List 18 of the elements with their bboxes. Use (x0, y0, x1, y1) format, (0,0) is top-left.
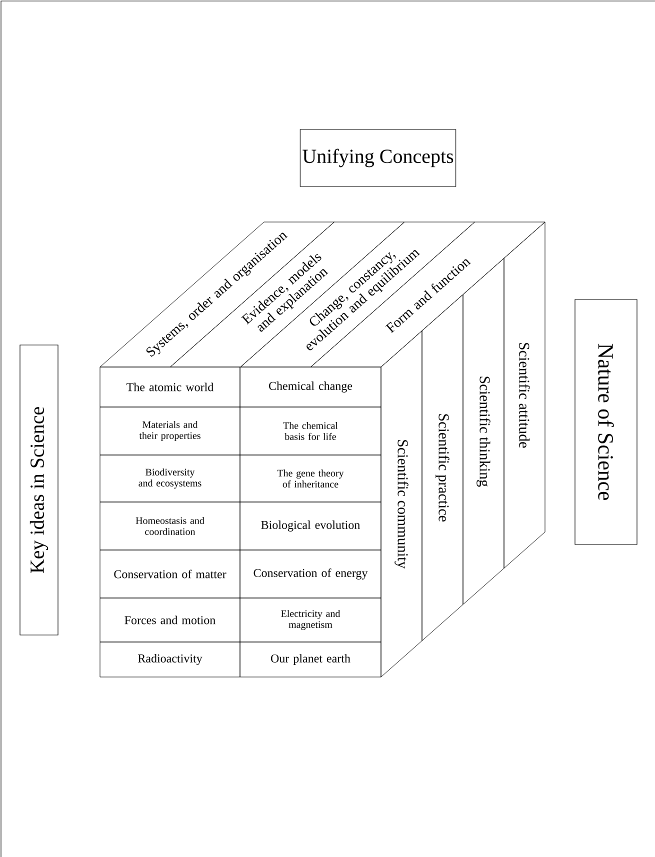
grid-cell: Chemical change (240, 366, 382, 408)
grid-cell: The gene theory of inheritance (240, 454, 382, 502)
grid-cell: Biodiversity and ecosystems (100, 454, 240, 502)
grid-cell: The chemical basis for life (240, 406, 382, 456)
grid-cell: Electricity and magnetism (240, 598, 382, 642)
grid-cell: Conservation of energy (240, 550, 382, 598)
grid-cell: Homeostasis and coordination (100, 502, 240, 550)
title-box: Key ideas in Science (20, 344, 58, 636)
practice-band: Scientific attitude (504, 222, 546, 568)
grid-cell: Materials and their properties (100, 406, 240, 456)
grid-cell: Radioactivity (100, 642, 240, 678)
title-box: Nature of Science (574, 299, 638, 545)
grid-cell: The atomic world (100, 366, 240, 408)
grid-cell: Forces and motion (100, 598, 240, 642)
grid-cell: Conservation of matter (100, 550, 240, 598)
title-box: Unifying Concepts (300, 129, 456, 187)
grid-cell: Biological evolution (240, 502, 382, 550)
grid-cell: Our planet earth (240, 642, 382, 678)
